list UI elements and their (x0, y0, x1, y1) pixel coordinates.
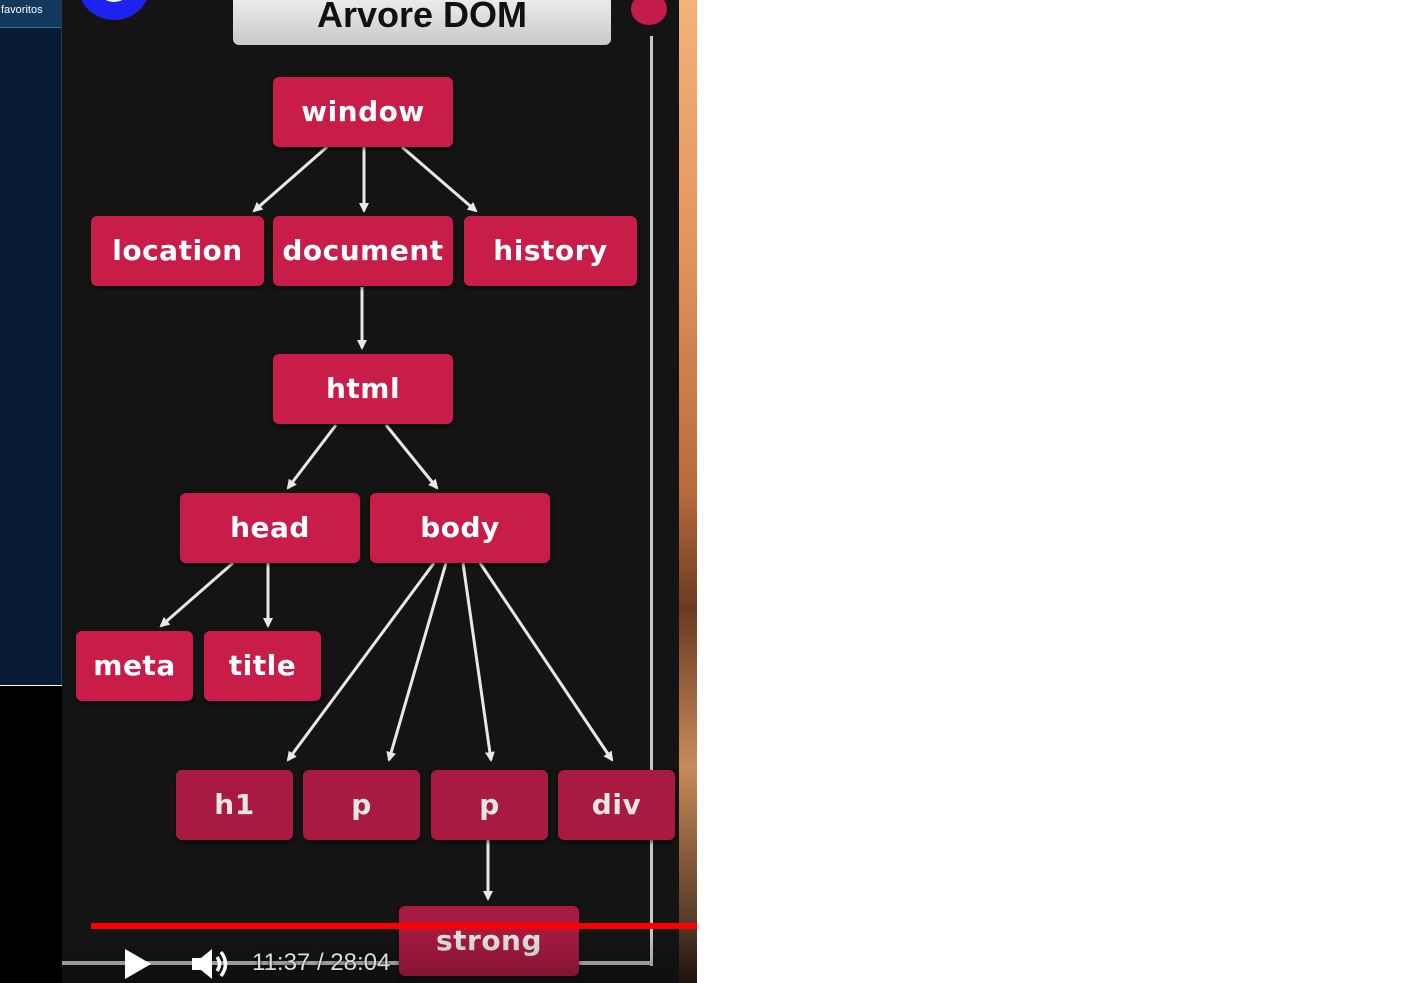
edge-body-p1 (386, 562, 448, 762)
video-title: Arvore DOM (233, 0, 611, 45)
favorites-tab[interactable]: favoritos (0, 0, 61, 28)
tree-edges (159, 145, 614, 901)
node-strong: strong (399, 906, 579, 976)
controls-shade (62, 930, 697, 983)
letterbox (0, 686, 62, 983)
record-dot-icon (631, 0, 667, 25)
node-p: p (303, 770, 420, 840)
edge-window-history (401, 145, 478, 213)
sidebar: favoritos (0, 0, 62, 685)
node-html: html (273, 354, 453, 424)
node-body: body (370, 493, 550, 563)
frame-border (650, 36, 653, 966)
edge-window-location (252, 145, 328, 213)
node-head: head (180, 493, 360, 563)
node-h1: h1 (176, 770, 293, 840)
node-div: div (558, 770, 675, 840)
frame-border-bottom (62, 961, 653, 965)
edge-html-head (286, 424, 338, 490)
video-player[interactable]: Arvore DOM window location document hist… (62, 0, 697, 983)
node-meta: meta (76, 631, 193, 701)
volume-icon[interactable] (190, 946, 232, 982)
node-window: window (273, 77, 453, 147)
progress-bar[interactable] (91, 923, 697, 929)
node-title: title (204, 631, 321, 701)
edge-html-body (384, 424, 439, 490)
channel-logo-icon (78, 0, 150, 20)
edge-body-div (478, 562, 614, 762)
play-icon[interactable] (121, 947, 155, 981)
edge-head-meta (159, 561, 234, 628)
node-location: location (91, 216, 264, 286)
background-strip (679, 0, 697, 983)
edge-body-p2 (461, 562, 495, 762)
node-history: history (464, 216, 637, 286)
edge-body-h1 (286, 562, 436, 762)
node-p: p (431, 770, 548, 840)
time-display: 11:37 / 28:04 (252, 949, 391, 976)
node-document: document (273, 216, 453, 286)
